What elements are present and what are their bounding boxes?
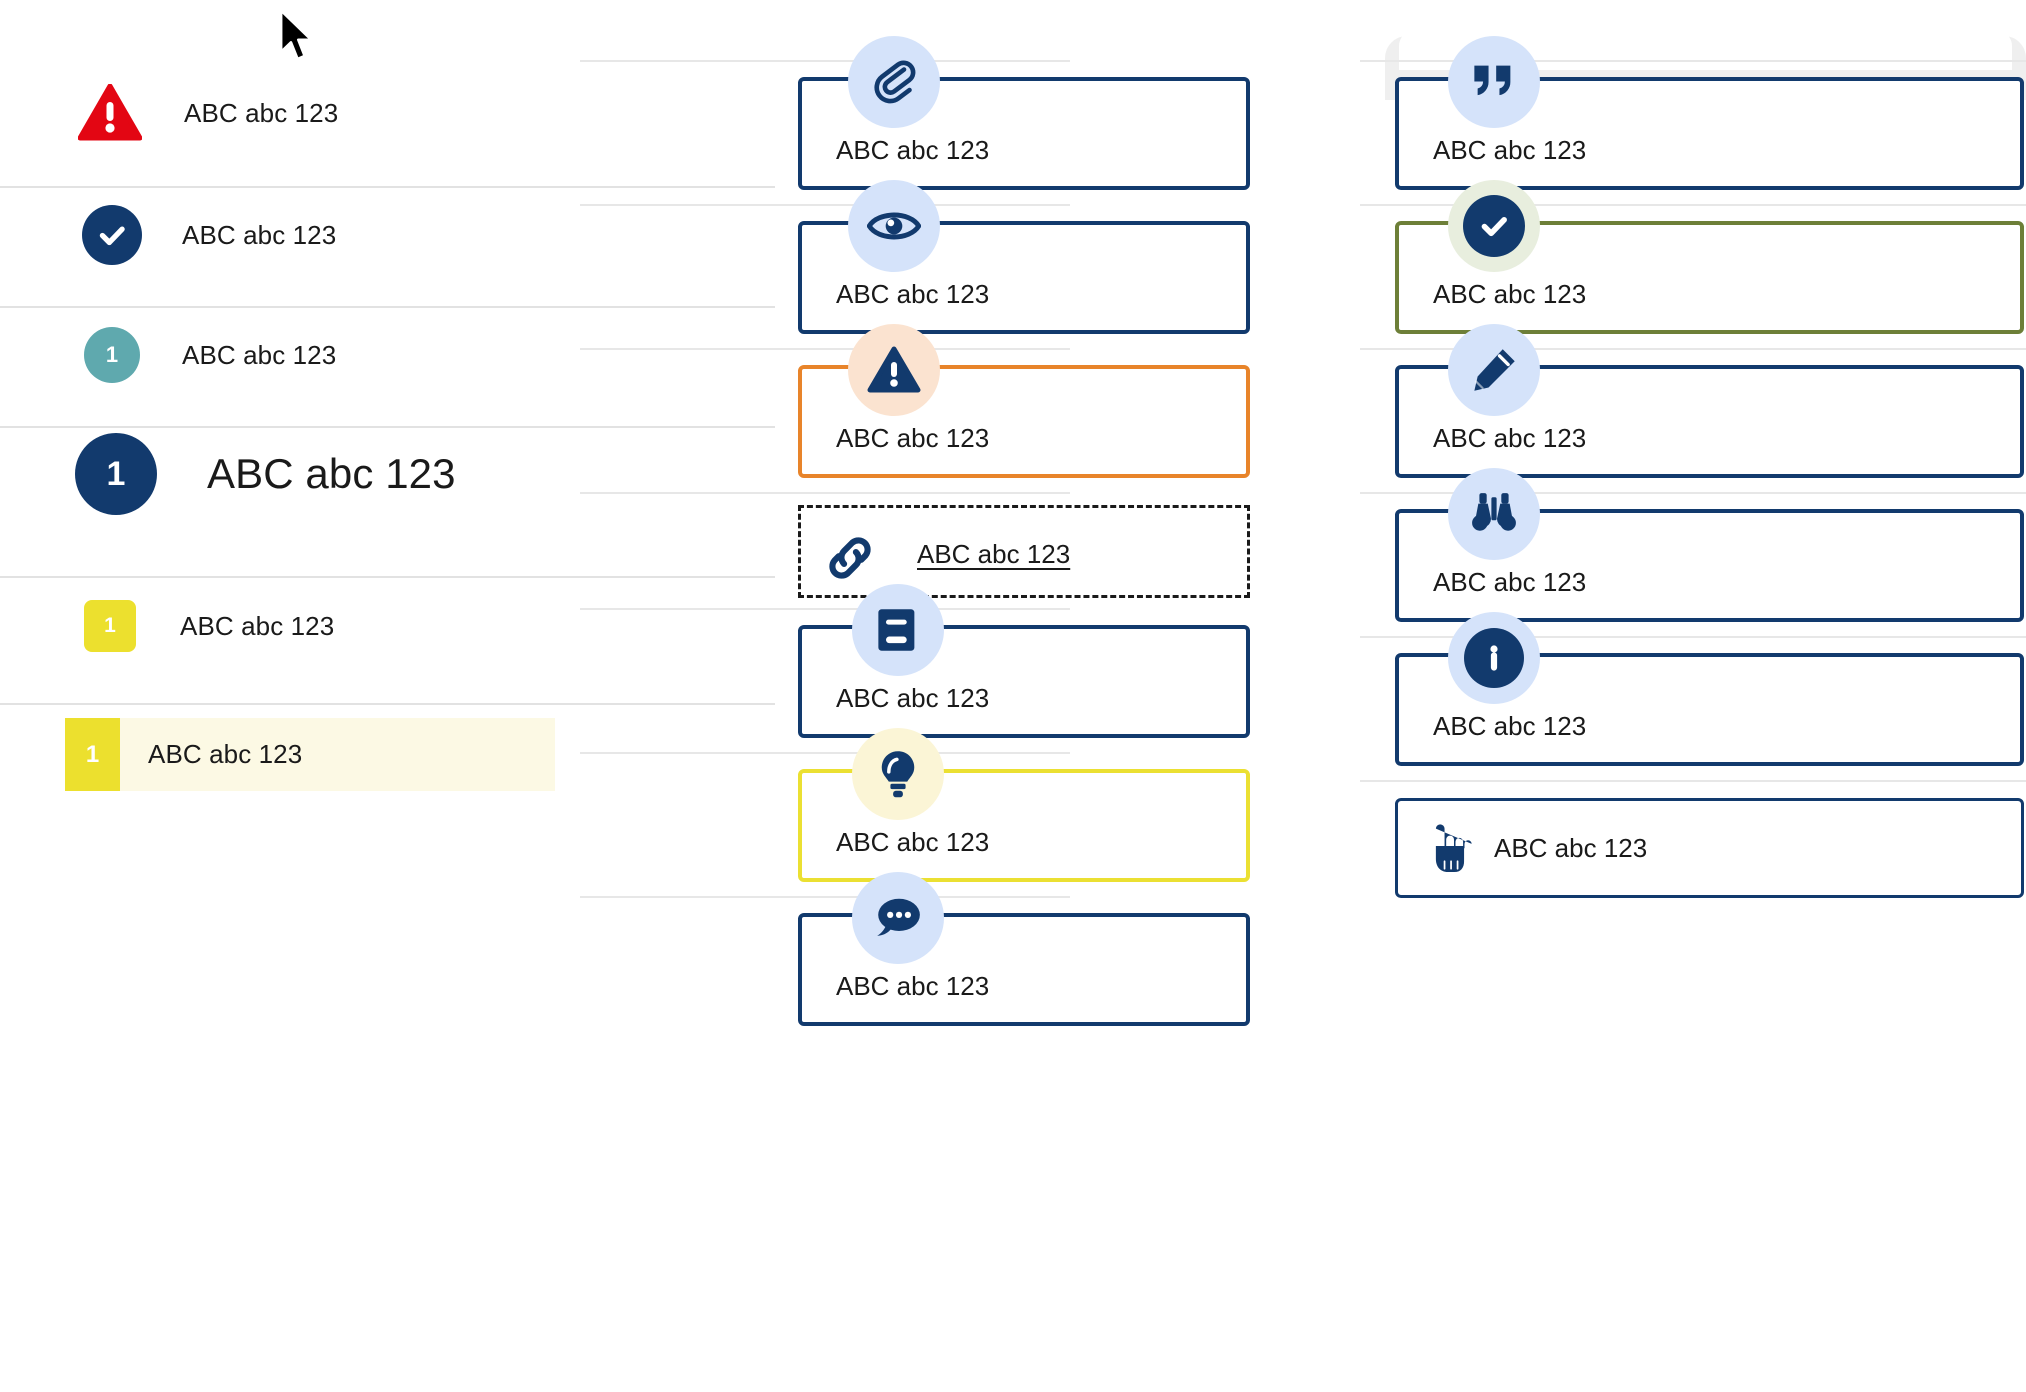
list-item-label: ABC abc 123	[184, 97, 339, 128]
column-rule	[1360, 780, 2026, 782]
left-panel: ABC abc 123 ABC abc 123 1 ABC abc 123 1	[0, 0, 775, 1392]
card-label: ABC abc 123	[1433, 423, 1587, 453]
list-item-teal[interactable]: 1 ABC abc 123	[0, 320, 775, 390]
column-rule	[580, 60, 1070, 62]
number-badge-icon: 1	[84, 600, 136, 652]
chain-link-icon	[823, 531, 877, 585]
column-rule	[1360, 348, 2026, 350]
column-rule	[1360, 60, 2026, 62]
list-item-label: ABC abc 123	[182, 339, 337, 370]
highlight-body: ABC abc 123	[120, 718, 555, 791]
card-label: ABC abc 123	[836, 279, 990, 309]
info-circle-inner	[1464, 628, 1524, 688]
check-circle-icon	[1448, 180, 1540, 272]
column-rule	[1360, 636, 2026, 638]
card-label: ABC abc 123	[1494, 833, 1648, 863]
list-divider	[0, 306, 775, 308]
badge-count: 1	[104, 614, 116, 637]
paperclip-icon	[848, 36, 940, 128]
badge-count: 1	[106, 454, 126, 493]
card-action[interactable]: ABC abc 123	[1395, 798, 2024, 898]
highlight-tab: 1	[65, 718, 120, 791]
list-item-alert[interactable]: ABC abc 123	[0, 78, 775, 148]
card-label: ABC abc 123	[1433, 711, 1587, 741]
badge-count: 1	[105, 342, 119, 367]
list-item-label: ABC abc 123	[182, 219, 337, 250]
eye-icon	[848, 180, 940, 272]
list-item-label: ABC abc 123	[148, 739, 303, 769]
card-label: ABC abc 123	[1433, 567, 1587, 597]
list-item-yellow[interactable]: 1 ABC abc 123	[0, 596, 775, 656]
pencil-icon	[1448, 324, 1540, 416]
list-item-highlighted[interactable]: 1 ABC abc 123	[65, 718, 555, 791]
check-circle-inner	[1463, 195, 1525, 257]
card-label: ABC abc 123	[836, 683, 990, 713]
check-circle-icon	[82, 205, 142, 265]
column-rule	[580, 348, 1070, 350]
card-label: ABC abc 123	[836, 135, 990, 165]
chat-bubble-icon	[852, 872, 944, 964]
card-label: ABC abc 123	[836, 827, 990, 857]
warning-triangle-icon	[848, 324, 940, 416]
card-label: ABC abc 123	[1433, 279, 1587, 309]
list-divider	[0, 186, 775, 188]
column-rule	[1360, 492, 2026, 494]
list-item-success[interactable]: ABC abc 123	[0, 200, 775, 270]
lightbulb-icon	[852, 728, 944, 820]
column-rule	[1360, 204, 2026, 206]
number-badge-icon: 1	[84, 327, 140, 383]
badge-count: 1	[85, 740, 100, 768]
pointing-hand-icon	[1418, 818, 1476, 880]
card-link-label[interactable]: ABC abc 123	[917, 539, 1071, 569]
quote-icon	[1448, 36, 1540, 128]
list-item-primary[interactable]: 1 ABC abc 123	[0, 424, 775, 524]
list-item-label: ABC abc 123	[180, 610, 335, 641]
card-label: ABC abc 123	[836, 423, 990, 453]
card-link[interactable]: ABC abc 123	[798, 505, 1250, 598]
number-badge-icon: 1	[75, 433, 157, 515]
list-divider	[0, 426, 775, 428]
card-label: ABC abc 123	[1433, 135, 1587, 165]
book-icon	[852, 584, 944, 676]
warning-triangle-icon	[78, 84, 142, 142]
column-rule	[580, 492, 1070, 494]
info-circle-icon	[1448, 612, 1540, 704]
list-divider	[0, 576, 775, 578]
column-rule	[580, 608, 1070, 610]
card-quote[interactable]: ABC abc 123	[1395, 77, 2024, 190]
list-divider	[0, 703, 775, 705]
column-rule	[580, 204, 1070, 206]
binoculars-icon	[1448, 468, 1540, 560]
list-item-label: ABC abc 123	[207, 450, 456, 497]
card-label: ABC abc 123	[836, 971, 990, 1001]
column-rule	[580, 896, 1070, 898]
mouse-cursor	[278, 8, 316, 64]
column-rule	[580, 752, 1070, 754]
